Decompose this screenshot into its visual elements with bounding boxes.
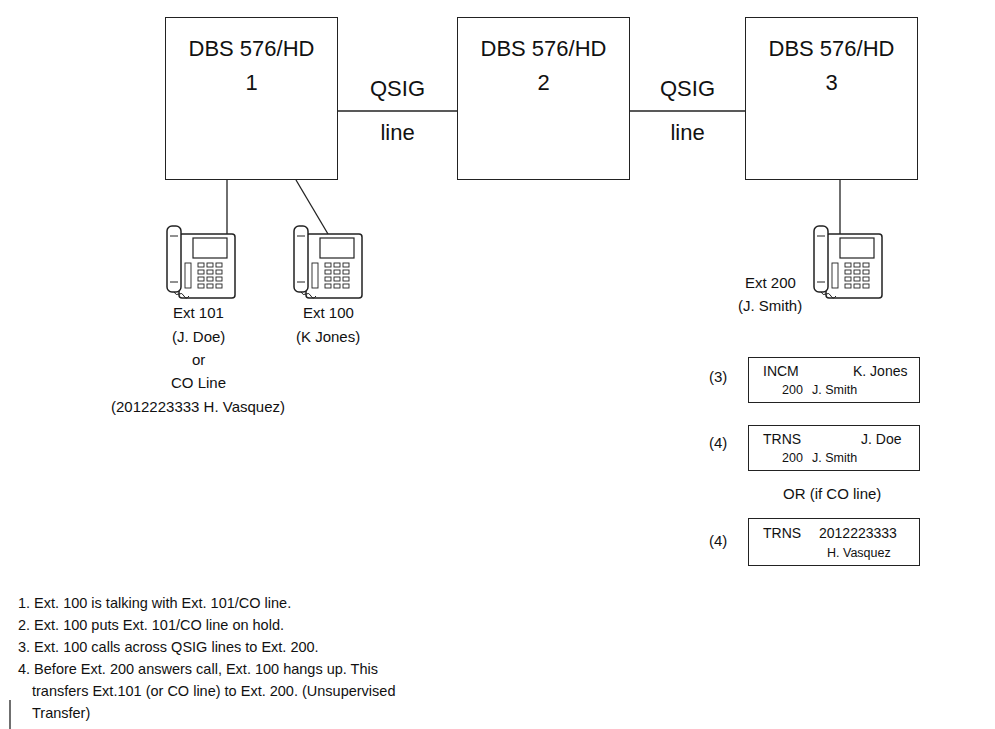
- callout-number: (3): [709, 368, 727, 386]
- system-number: 2: [458, 66, 629, 100]
- system-name: DBS 576/HD: [746, 32, 917, 66]
- step-note: 1. Ext. 100 is talking with Ext. 101/CO …: [18, 592, 291, 614]
- step-note: 2. Ext. 100 puts Ext. 101/CO line on hol…: [18, 614, 284, 636]
- display-text: TRNS: [763, 431, 801, 447]
- system-number: 3: [746, 66, 917, 100]
- pbx-system-box: DBS 576/HD3: [745, 17, 918, 180]
- extension-label: Ext 100: [303, 304, 354, 322]
- phone-display: INCM K. Jones 200 J. Smith: [748, 357, 920, 403]
- step-note: 4. Before Ext. 200 answers call, Ext. 10…: [18, 658, 432, 724]
- extension-label: Ext 101: [173, 304, 224, 322]
- extension-label: Ext 200: [745, 274, 796, 292]
- qsig-line: [630, 110, 745, 111]
- user-name: (J. Doe): [172, 328, 225, 346]
- step-note: 3. Ext. 100 calls across QSIG lines to E…: [18, 636, 319, 658]
- edge-label-box: QSIG line: [370, 67, 425, 155]
- display-text: J. Doe: [861, 431, 901, 447]
- edge-label-box: QSIG line: [660, 67, 715, 155]
- pbx-system-box: DBS 576/HD1: [165, 17, 338, 180]
- alternative-note: OR (if CO line): [783, 485, 881, 503]
- display-text: J. Smith: [812, 450, 857, 466]
- display-text: 2012223333: [819, 525, 897, 541]
- phone-display: TRNS J. Doe 200 J. Smith: [748, 425, 920, 471]
- edge-label: QSIG line: [370, 76, 425, 145]
- caller-id: (2012223333 H. Vasquez): [111, 398, 285, 416]
- callout-number: (4): [709, 532, 727, 550]
- user-name: (J. Smith): [738, 297, 802, 315]
- display-text: 200: [782, 382, 803, 398]
- telephone-icon: [167, 226, 235, 298]
- display-text: INCM: [763, 363, 799, 379]
- display-text: 200: [782, 450, 803, 466]
- qsig-line: [338, 110, 457, 111]
- display-text: H. Vasquez: [827, 545, 891, 561]
- system-name: DBS 576/HD: [166, 32, 337, 66]
- border-mark: [9, 700, 10, 729]
- phone-display: TRNS 2012223333 H. Vasquez: [748, 518, 920, 566]
- system-number: 1: [166, 66, 337, 100]
- connector-word: or: [192, 351, 205, 369]
- display-text: TRNS: [763, 525, 801, 541]
- edge-label: QSIG line: [660, 76, 715, 145]
- callout-number: (4): [709, 434, 727, 452]
- phone-wire: [839, 180, 840, 234]
- user-name: (K Jones): [296, 328, 360, 346]
- pbx-system-box: DBS 576/HD2: [457, 17, 630, 180]
- display-text: K. Jones: [853, 363, 907, 379]
- phone-wire: [226, 180, 227, 234]
- line-label: CO Line: [171, 374, 226, 392]
- system-name: DBS 576/HD: [458, 32, 629, 66]
- telephone-icon: [294, 226, 362, 298]
- display-text: J. Smith: [812, 382, 857, 398]
- telephone-icon: [814, 226, 882, 298]
